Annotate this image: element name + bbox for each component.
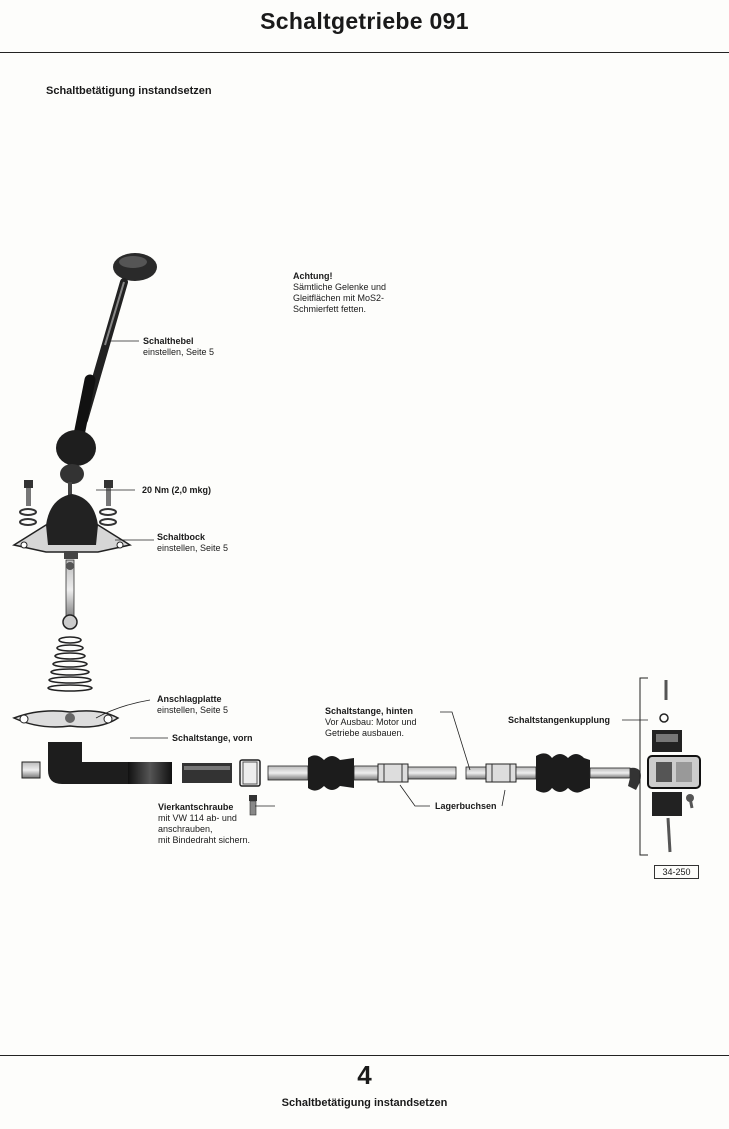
front-elbow (21, 742, 172, 784)
page-number: 4 (357, 1060, 372, 1090)
front-rod-segments (182, 759, 261, 787)
label-schaltstange-vorn: Schaltstange, vorn (172, 733, 253, 743)
shift-knob (113, 253, 157, 281)
label-schaltbock: Schaltbock einstellen, Seite 5 (157, 532, 228, 554)
label-anschlagplatte-note: einstellen, Seite 5 (157, 705, 229, 715)
label-schalthebel-note: einstellen, Seite 5 (143, 347, 215, 357)
label-vierkantschraube-line-2: anschrauben, (158, 824, 213, 834)
square-screw (249, 795, 257, 816)
figure-ref-code: 34-250 (654, 865, 699, 879)
label-schaltstange-hinten: Schaltstange, hinten Vor Ausbau: Motor u… (325, 706, 417, 739)
coupling-assembly (647, 680, 701, 853)
notice-heading: Achtung! (293, 271, 333, 281)
label-vierkantschraube-name: Vierkantschraube (158, 802, 234, 812)
header-rule (0, 52, 729, 53)
notice-line-2: Gleitflächen mit MoS2- (293, 293, 385, 303)
coupling-bracket (639, 677, 648, 856)
label-schaltstange-hinten-name: Schaltstange, hinten (325, 706, 414, 716)
label-torque: 20 Nm (2,0 mkg) (142, 485, 212, 495)
label-anschlagplatte: Anschlagplatte einstellen, Seite 5 (157, 694, 228, 716)
label-schalthebel-name: Schalthebel (143, 336, 194, 346)
rear-rod (267, 753, 641, 793)
label-anschlagplatte-name: Anschlagplatte (157, 694, 222, 704)
footer-rule (0, 1055, 729, 1056)
label-vierkantschraube-line-1: mit VW 114 ab- und (158, 813, 237, 823)
label-schaltbock-name: Schaltbock (157, 532, 206, 542)
label-schaltbock-note: einstellen, Seite 5 (157, 543, 229, 553)
spring (47, 636, 93, 692)
label-kupplung: Schaltstangenkupplung (508, 715, 611, 725)
notice-line-3: Schmierfett fetten. (293, 304, 367, 314)
stop-plate (12, 710, 120, 728)
section-title: Schaltbetätigung instandsetzen (46, 85, 212, 97)
bolts-left (19, 480, 37, 526)
notice-block: Achtung! Sämtliche Gelenke und Gleitfläc… (293, 271, 386, 315)
bolts-right (99, 480, 117, 526)
page-title: Schaltgetriebe 091 (260, 8, 469, 34)
label-vierkantschraube-line-3: mit Bindedraht sichern. (158, 835, 251, 845)
label-schalthebel: Schalthebel einstellen, Seite 5 (143, 336, 214, 358)
lower-shaft (62, 559, 78, 630)
shift-housing (12, 494, 132, 559)
label-vierkantschraube: Vierkantschraube mit VW 114 ab- und ansc… (158, 802, 250, 846)
label-schaltstange-hinten-line-1: Vor Ausbau: Motor und (325, 717, 417, 727)
label-lagerbuchsen: Lagerbuchsen (435, 801, 497, 811)
notice-line-1: Sämtliche Gelenke und (293, 282, 387, 292)
leader-lines (95, 340, 648, 807)
label-schaltstange-hinten-line-2: Getriebe ausbauen. (325, 728, 405, 738)
footer-title: Schaltbetätigung instandsetzen (281, 1097, 448, 1109)
shift-lever-rod (72, 278, 128, 446)
